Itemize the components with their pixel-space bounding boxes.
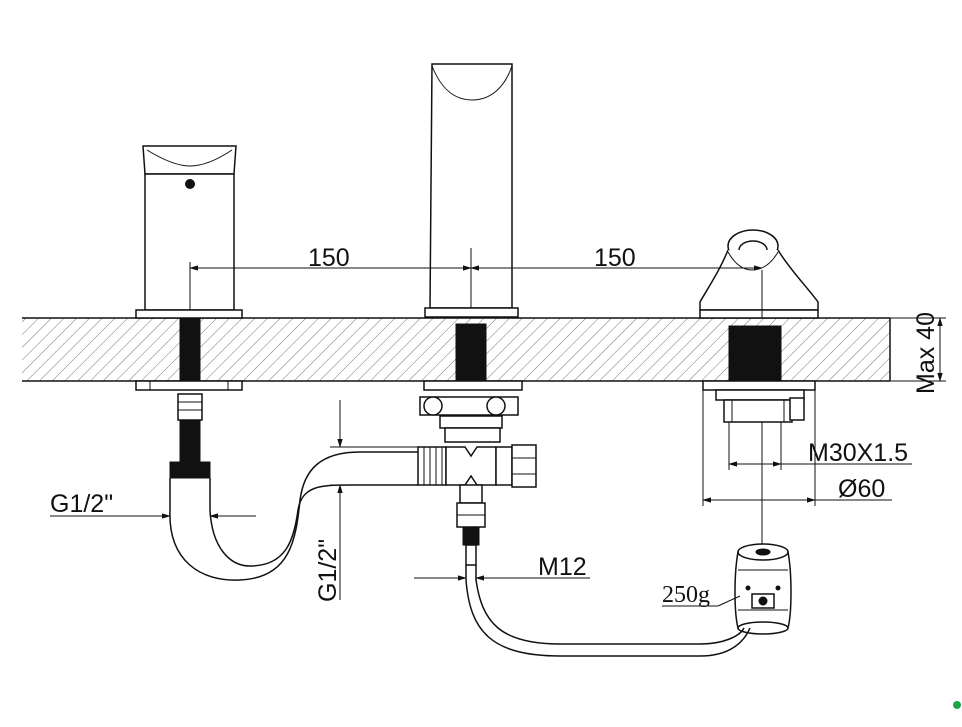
dimension-deck-thickness: Max 40 bbox=[818, 312, 946, 394]
dimension-base-diameter: Ø60 bbox=[702, 390, 892, 506]
dimension-spacing-right: 150 bbox=[470, 244, 763, 272]
counterweight bbox=[734, 543, 792, 635]
weight-label: 250g bbox=[662, 582, 710, 608]
weight-callout: 250g bbox=[662, 582, 741, 608]
right-lever-handle bbox=[699, 229, 819, 548]
left-valve-handle bbox=[135, 145, 243, 510]
deck-thickness-label: Max 40 bbox=[912, 312, 940, 394]
inlet-valve-label: G1/2" bbox=[314, 539, 342, 602]
mixing-valve bbox=[417, 444, 537, 580]
base-diameter-label: Ø60 bbox=[838, 475, 885, 503]
dimension-inlet-valve: G1/2" bbox=[314, 400, 418, 602]
dimension-inlet-left: G1/2" bbox=[50, 490, 256, 519]
dimension-thread-size: M30X1.5 bbox=[728, 422, 912, 470]
dimension-outlet-connector: M12 bbox=[414, 553, 590, 581]
corner-mark-icon bbox=[953, 701, 961, 709]
hoses bbox=[169, 451, 751, 657]
dimension-spacing-left: 150 bbox=[189, 244, 472, 272]
center-spout bbox=[419, 63, 523, 443]
spacing-left-label: 150 bbox=[308, 244, 350, 272]
outlet-connector-label: M12 bbox=[538, 553, 587, 581]
inlet-left-label: G1/2" bbox=[50, 490, 113, 518]
spacing-right-label: 150 bbox=[594, 244, 636, 272]
thread-size-label: M30X1.5 bbox=[808, 439, 908, 467]
